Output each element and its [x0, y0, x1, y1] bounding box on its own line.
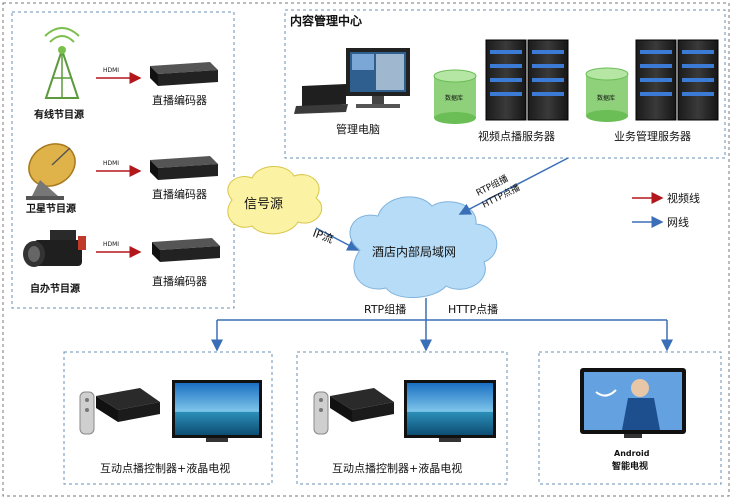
antenna-tower-icon	[44, 27, 80, 99]
rtp-multicast-label: RTP组播	[364, 302, 406, 316]
settop-box-icon-left	[96, 388, 160, 422]
smart-tv-icon	[580, 368, 686, 438]
legend-video-label: 视频线	[667, 191, 700, 205]
lan-label: 酒店内部局域网	[372, 244, 456, 259]
http-vod-label: HTTP点播	[448, 302, 498, 316]
business-server-icon	[635, 39, 719, 121]
ip-stream-label: IP流	[311, 226, 335, 246]
database-label-2: 数据库	[597, 94, 615, 102]
remote-control-icon-left	[79, 391, 95, 435]
vod-server-icon	[485, 39, 569, 121]
signal-source-label: 信号源	[244, 197, 283, 212]
video-camera-icon	[23, 230, 86, 267]
hdmi-label-3: HDMI	[103, 241, 119, 248]
encoder-label-3: 直播编码器	[152, 274, 207, 288]
client-box-right	[538, 351, 722, 485]
client-label-middle: 互动点播控制器+液晶电视	[332, 461, 462, 475]
source-group-box	[11, 11, 235, 309]
database-label-1: 数据库	[445, 94, 463, 102]
lcd-tv-icon-middle	[404, 380, 496, 442]
client-label-left: 互动点播控制器+液晶电视	[100, 461, 230, 475]
management-pc-label: 管理电脑	[336, 122, 380, 136]
database-icon-1	[433, 69, 477, 124]
remote-control-icon-middle	[313, 391, 329, 435]
cable-source-label: 有线节目源	[34, 108, 84, 121]
hdmi-label-2: HDMI	[103, 160, 119, 167]
encoder-device-3	[152, 238, 220, 262]
self-source-label: 自办节目源	[30, 282, 80, 295]
vod-server-label: 视频点播服务器	[478, 129, 555, 143]
client-box-middle	[296, 351, 508, 485]
encoder-label-1: 直播编码器	[152, 93, 207, 107]
satellite-dish-icon	[26, 143, 76, 200]
encoder-device-2	[150, 156, 218, 180]
hotel-lan-cloud	[349, 196, 498, 299]
hdmi-label-1: HDMI	[103, 67, 119, 74]
settop-box-icon-middle	[330, 388, 394, 422]
encoder-device-1	[150, 62, 218, 86]
smart-tv-os-label: Android	[614, 449, 650, 458]
database-icon-2	[585, 67, 629, 122]
business-server-label: 业务管理服务器	[614, 129, 691, 143]
legend-net-label: 网线	[667, 215, 689, 229]
center-to-lan-arrow	[458, 157, 569, 215]
ip-stream-arrow	[315, 227, 360, 251]
smart-tv-label: 智能电视	[612, 460, 648, 472]
satellite-source-label: 卫星节目源	[26, 202, 76, 215]
lcd-tv-icon-left	[172, 380, 262, 442]
content-center-title: 内容管理中心	[290, 13, 362, 28]
management-pc-icon	[294, 48, 410, 114]
client-box-left	[63, 351, 273, 485]
encoder-label-2: 直播编码器	[152, 187, 207, 201]
signal-source-cloud	[227, 166, 323, 235]
